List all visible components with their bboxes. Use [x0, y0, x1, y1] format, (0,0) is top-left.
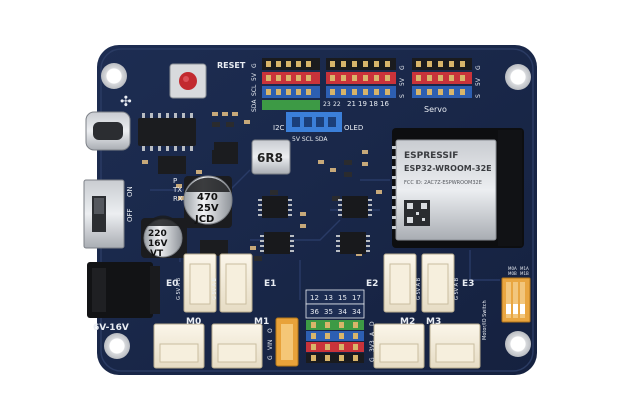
module-small-text: FCC ID: 2AC7Z-ESPWROOM32E — [404, 180, 482, 186]
vin-o-label: O — [267, 328, 274, 333]
dip-m1a-label: M1A — [520, 266, 529, 271]
gpio-header-bottom[interactable] — [305, 289, 365, 363]
g-label: G — [251, 63, 258, 68]
servo-s-label: S — [399, 94, 406, 98]
5v-label: 5V — [251, 72, 258, 81]
i2c-pins-label: 5V SCL SDA — [292, 136, 328, 143]
gpio-12-label: 12 — [310, 294, 319, 302]
encoder-e0-pins: G 5V A B — [176, 277, 182, 300]
gpio-36-label: 36 — [310, 308, 319, 316]
servo-right-s-label: S — [475, 94, 482, 98]
servo-5v-label: 5V — [399, 77, 406, 86]
esp32-module — [392, 128, 524, 248]
motor-connector-m2[interactable] — [373, 323, 425, 369]
gpio-34-label: 34 — [338, 308, 347, 316]
cap-small-voltage: 16V — [148, 239, 168, 249]
vin-g-label: G — [267, 355, 274, 360]
inductor — [251, 139, 291, 175]
motor-m3-label: M3 — [426, 317, 441, 327]
servo-label: Servo — [424, 105, 447, 114]
encoder-e3-pins: G 5V A B — [454, 277, 460, 300]
dc-barrel-jack[interactable] — [87, 262, 160, 318]
gpio-18-label: 18 — [369, 100, 378, 108]
gpio-21-label: 21 — [347, 100, 356, 108]
gpio-19-label: 19 — [358, 100, 367, 108]
reset-button[interactable] — [169, 63, 207, 99]
gpio-22-label: 22 — [333, 101, 341, 108]
gpio-16-label: 16 — [380, 100, 389, 108]
gpio-23-label: 23 — [323, 101, 331, 108]
encoder-connector-e3[interactable] — [421, 253, 455, 313]
cap-big-value: 470 — [197, 192, 218, 203]
servo-header[interactable] — [412, 58, 472, 98]
servo-right-g-label: G — [475, 65, 482, 70]
power-mosfets — [200, 150, 238, 256]
power-input-label: 6V-16V — [93, 323, 129, 333]
bottom-a-label: A — [369, 331, 376, 336]
gpio-34b-label: 34 — [352, 308, 361, 316]
dip-m1b-label: M1B — [520, 271, 529, 276]
dip-m0a-label: M0A — [508, 266, 517, 271]
encoder-connector-e1[interactable] — [219, 253, 253, 313]
servo-g-label: G — [399, 65, 406, 70]
cap-small-value: 220 — [148, 229, 167, 239]
scl-label: SCL — [251, 84, 258, 96]
encoder-e2-pins: G 5V A B — [416, 277, 422, 300]
bottom-3v3-label: 3V3 — [369, 340, 376, 352]
power-switch[interactable] — [83, 179, 125, 249]
usb-c-port[interactable] — [85, 111, 131, 151]
encoder-e0-label: E0 — [166, 279, 178, 289]
gpio-35-label: 35 — [324, 308, 333, 316]
usb-serial-chip — [138, 113, 196, 151]
reset-label: RESET — [217, 61, 246, 70]
bottom-d-label: D — [369, 321, 376, 326]
motor-m0-label: M0 — [186, 317, 201, 327]
mounting-holes — [101, 63, 531, 359]
module-model: ESP32-WROOM-32E — [404, 164, 492, 173]
on-label: ON — [126, 186, 134, 197]
gpio-header-middle[interactable] — [326, 58, 396, 98]
electrolytic-capacitor-small — [141, 215, 187, 258]
sda-label: SDA — [251, 99, 258, 112]
dip-m0b-label: M0B — [508, 271, 517, 276]
smd-resistors — [212, 122, 352, 261]
motor-driver-chips — [258, 196, 372, 254]
oled-i2c-header[interactable] — [286, 112, 342, 132]
oled-label: OLED — [344, 124, 363, 132]
encoder-e3-label: E3 — [462, 279, 474, 289]
motor-connector-m0[interactable] — [153, 323, 205, 369]
module-brand: ESPRESSIF — [404, 151, 458, 161]
off-label: OFF — [126, 208, 134, 222]
servo-right-5v-label: 5V — [475, 77, 482, 86]
tx-label: TX — [172, 186, 182, 194]
encoder-e1-pins: G 5V A B — [212, 277, 218, 300]
p-label: P — [173, 177, 177, 185]
i2c-label: I2C — [273, 124, 285, 132]
motor-m1-label: M1 — [254, 317, 269, 327]
encoder-e2-label: E2 — [366, 279, 378, 289]
vin-label: VIN — [267, 340, 274, 350]
motor-connector-m1[interactable] — [211, 323, 263, 369]
cap-big-voltage: 25V — [197, 203, 219, 214]
motor-connector-m3[interactable] — [429, 323, 481, 369]
motor-io-dip-switch[interactable] — [501, 277, 531, 323]
encoder-connector-e0[interactable] — [183, 253, 217, 313]
gpio-13-label: 13 — [324, 294, 333, 302]
cap-big-brand: JCD — [194, 214, 214, 225]
electrolytic-capacitor-large — [183, 175, 233, 228]
usb-logo-icon: ✣ — [120, 94, 132, 110]
gpio-header-left[interactable] — [262, 58, 320, 110]
cap-small-brand: VT — [150, 249, 164, 259]
switch-label: Motor/IO Switch — [482, 300, 488, 340]
gpio-17-label: 17 — [352, 294, 361, 302]
inductor-label: 6R8 — [257, 151, 283, 165]
encoder-e1-label: E1 — [264, 279, 276, 289]
bottom-g-label: G — [369, 357, 376, 362]
vin-connector[interactable] — [275, 317, 299, 367]
gpio-15-label: 15 — [338, 294, 347, 302]
motor-m2-label: M2 — [400, 317, 415, 327]
encoder-connector-e2[interactable] — [383, 253, 417, 313]
rx-label: RX — [173, 195, 183, 203]
